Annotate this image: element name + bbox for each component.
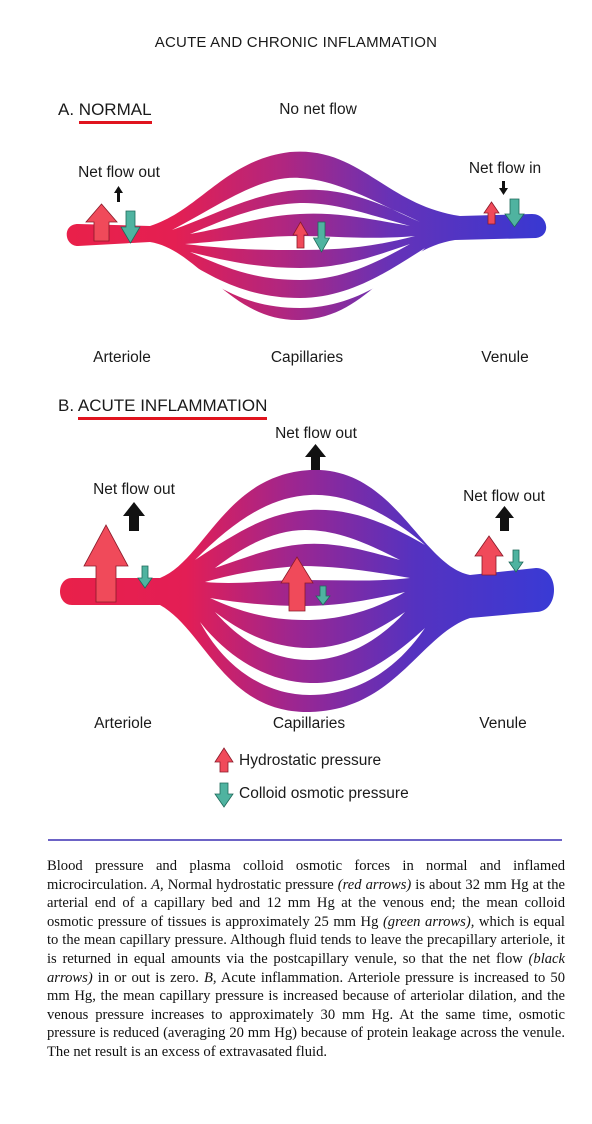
panel-a-capillaries-label: Capillaries	[270, 349, 344, 366]
figure-caption: Blood pressure and plasma colloid osmoti…	[47, 857, 565, 1062]
panel-b-vessel-body	[60, 469, 554, 713]
panel-b-arteriole-label: Arteriole	[94, 715, 152, 732]
panel-a-center-flow-label: No net flow	[279, 101, 357, 118]
caption-part-5: in or out is zero.	[92, 969, 204, 986]
panel-b-venule-net-flow-arrow	[495, 506, 514, 531]
caption-b-letter: B,	[203, 969, 217, 986]
panel-a-capillary-hydrostatic-arrow	[292, 221, 309, 249]
legend-colloid-icon	[214, 782, 234, 808]
panel-a-arteriole-hydrostatic-arrow	[85, 203, 118, 242]
legend-hydrostatic-label: Hydrostatic pressure	[239, 752, 382, 769]
panel-b-arteriole-colloid-arrow	[137, 565, 153, 589]
panel-a-left-flow-label: Net flow out	[78, 164, 160, 181]
panel-b-title: B. ACUTE INFLAMMATION	[58, 396, 268, 420]
panel-b-capillaries-label: Capillaries	[272, 715, 346, 732]
panel-b-capillary-colloid-arrow	[315, 585, 331, 606]
panel-a-venule-colloid-arrow	[504, 198, 525, 228]
panel-a-letter: A.	[58, 100, 75, 119]
panel-a-capillary-colloid-arrow	[312, 221, 331, 253]
panel-b-center-flow-label: Net flow out	[275, 425, 357, 442]
panel-a-title: A. NORMAL	[58, 100, 152, 124]
panel-a-venule-net-flow-arrow	[499, 181, 508, 195]
legend-arrows	[214, 747, 234, 808]
panel-b-arteriole-hydrostatic-arrow	[83, 524, 129, 603]
panel-a-vessel-body	[66, 151, 547, 321]
panel-a-venule-label: Venule	[481, 349, 529, 366]
panel-b-left-flow-label: Net flow out	[93, 481, 175, 498]
caption-part-6: Acute inflammation. Arteriole pressure i…	[47, 969, 565, 1060]
microcirculation-diagram	[60, 151, 554, 808]
caption-a-letter: A,	[151, 876, 164, 893]
panel-b-vessel	[60, 469, 554, 713]
panel-b-arteriole-net-flow-arrow	[123, 502, 145, 531]
caption-divider	[48, 839, 562, 841]
panel-a-title-text: NORMAL	[78, 100, 152, 124]
panel-a-arteriole-colloid-arrow	[120, 210, 141, 244]
panel-b-center-net-flow-arrow	[305, 444, 326, 470]
panel-b-capillary-gaps	[195, 494, 425, 695]
panel-b-letter: B.	[58, 396, 75, 415]
legend-hydrostatic-icon	[214, 747, 234, 773]
panel-a-arrows	[85, 181, 525, 253]
caption-part-3: is about 32 mm Hg at the arterial end of…	[47, 876, 565, 930]
panel-b-venule-hydrostatic-arrow	[474, 535, 504, 576]
panel-a-arteriole-label: Arteriole	[93, 349, 151, 366]
caption-black-arrows: (black arrows)	[47, 950, 565, 986]
page-header: ACUTE AND CHRONIC INFLAMMATION	[154, 34, 438, 51]
panel-b-capillary-hydrostatic-arrow	[280, 556, 314, 612]
caption-part-4: which is equal to the mean capillary pre…	[47, 913, 565, 967]
caption-green-arrows: (green arrows),	[382, 913, 475, 930]
caption-red-arrows: (red arrows)	[337, 876, 412, 893]
panel-a-arteriole-net-flow-arrow	[114, 186, 123, 202]
panel-b-right-flow-label: Net flow out	[463, 488, 545, 505]
legend-colloid-label: Colloid osmotic pressure	[239, 785, 409, 802]
panel-a-venule-hydrostatic-arrow	[483, 201, 500, 225]
panel-b-venule-colloid-arrow	[508, 549, 524, 573]
panel-b-arrows	[83, 444, 524, 612]
panel-a-right-flow-label: Net flow in	[468, 160, 542, 177]
panel-b-venule-label: Venule	[479, 715, 527, 732]
caption-intro: Blood pressure and plasma colloid osmoti…	[47, 858, 565, 893]
panel-b-title-text: ACUTE INFLAMMATION	[77, 396, 268, 420]
caption-part-2: Normal hydrostatic pressure	[163, 876, 338, 893]
